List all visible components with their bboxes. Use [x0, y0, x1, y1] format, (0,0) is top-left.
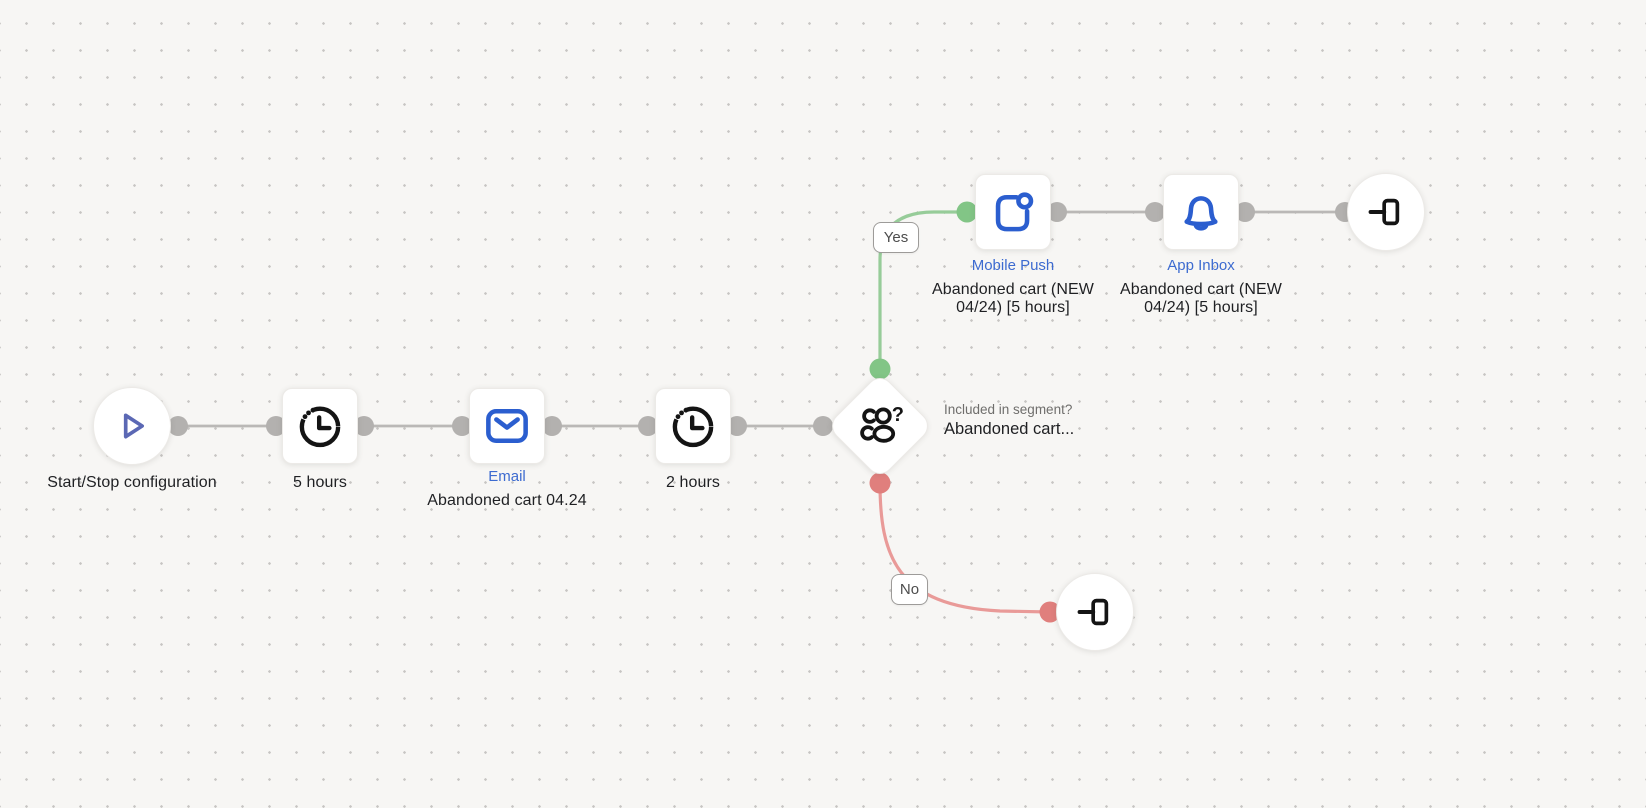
branch-label-yes: Yes — [873, 222, 919, 253]
node-mobile-push[interactable] — [975, 174, 1051, 250]
mobile-push-icon — [987, 186, 1039, 238]
clock-icon — [295, 401, 345, 451]
edge-gray — [178, 210, 1345, 428]
play-icon — [111, 405, 153, 447]
clock-icon — [668, 401, 718, 451]
node-mobile-push-type-label: Mobile Push — [971, 257, 1055, 274]
app-inbox-bell-icon — [1175, 186, 1227, 238]
node-wait-5-hours-caption: 5 hours — [292, 474, 348, 491]
node-mobile-push-caption: Abandoned cart (NEW 04/24) [5 hours] — [932, 281, 1094, 316]
email-icon — [481, 400, 533, 452]
connector-dot[interactable] — [1235, 202, 1255, 222]
node-app-inbox-caption: Abandoned cart (NEW 04/24) [5 hours] — [1120, 281, 1282, 316]
connector-dot-no[interactable] — [869, 472, 891, 494]
connector-dot[interactable] — [638, 416, 658, 436]
condition-question: Included in segment? — [944, 402, 1073, 417]
node-app-inbox-type-label: App Inbox — [1167, 257, 1235, 274]
condition-segment-name: Abandoned cart... — [944, 420, 1075, 438]
node-wait-2-hours[interactable] — [655, 388, 731, 464]
connector-dot[interactable] — [354, 416, 374, 436]
connector-dot[interactable] — [813, 416, 833, 436]
connector-dot[interactable] — [542, 416, 562, 436]
node-wait-5-hours[interactable] — [282, 388, 358, 464]
node-wait-2-hours-caption: 2 hours — [665, 474, 721, 491]
connector-ports-gray — [168, 202, 1355, 436]
connector-dot-yes[interactable] — [869, 358, 891, 380]
connector-dot[interactable] — [168, 416, 188, 436]
node-email[interactable] — [469, 388, 545, 464]
end-exit-icon — [1073, 590, 1117, 634]
node-end-yes[interactable] — [1347, 173, 1425, 251]
condition-side-text: Included in segment? Abandoned cart... — [944, 402, 1164, 439]
branch-label-no: No — [891, 574, 928, 605]
connector-dot[interactable] — [266, 416, 286, 436]
node-end-no[interactable] — [1056, 573, 1134, 651]
connector-dot[interactable] — [1047, 202, 1067, 222]
connector-dot-yes[interactable] — [956, 201, 978, 223]
connector-dot-no[interactable] — [1039, 601, 1061, 623]
node-app-inbox[interactable] — [1163, 174, 1239, 250]
node-email-type-label: Email — [488, 468, 526, 485]
segment-question-icon: ? — [852, 398, 908, 454]
connector-dot[interactable] — [1145, 202, 1165, 222]
node-start-caption: Start/Stop configuration — [47, 474, 217, 491]
connector-dot[interactable] — [452, 416, 472, 436]
node-email-caption: Abandoned cart 04.24 — [427, 492, 587, 509]
connector-dot[interactable] — [727, 416, 747, 436]
node-start[interactable] — [93, 387, 171, 465]
svg-text:?: ? — [892, 404, 904, 426]
end-exit-icon — [1364, 190, 1408, 234]
